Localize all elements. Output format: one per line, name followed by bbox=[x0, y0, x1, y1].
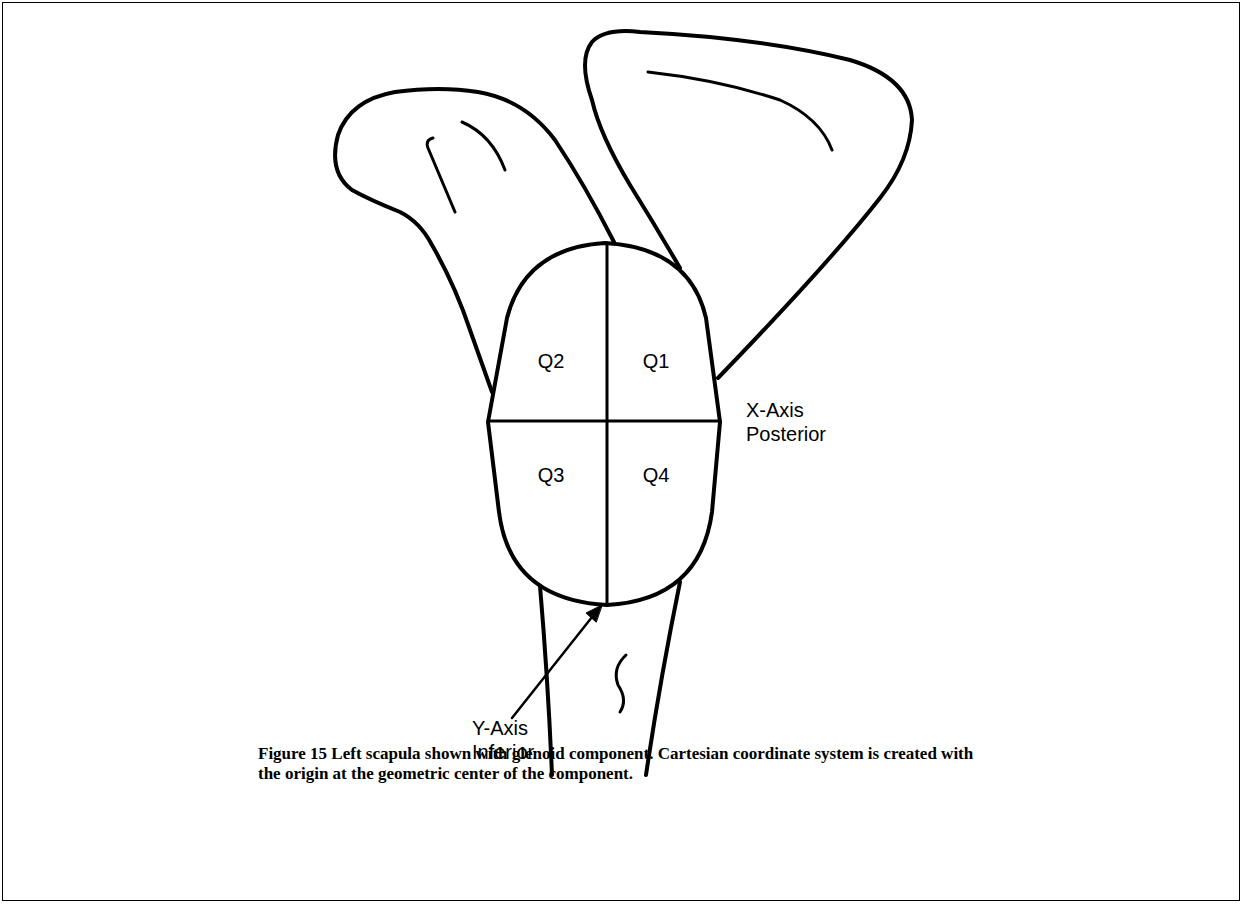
quadrant-label: Q3 bbox=[538, 463, 565, 487]
figure-caption: Figure 15 Left scapula shown with glenoi… bbox=[258, 744, 978, 784]
quadrant-label: Q1 bbox=[643, 349, 670, 373]
axis-label: X-Axis Posterior bbox=[746, 398, 856, 446]
quadrant-label: Q2 bbox=[538, 349, 565, 373]
quadrant-label: Q4 bbox=[643, 463, 670, 487]
